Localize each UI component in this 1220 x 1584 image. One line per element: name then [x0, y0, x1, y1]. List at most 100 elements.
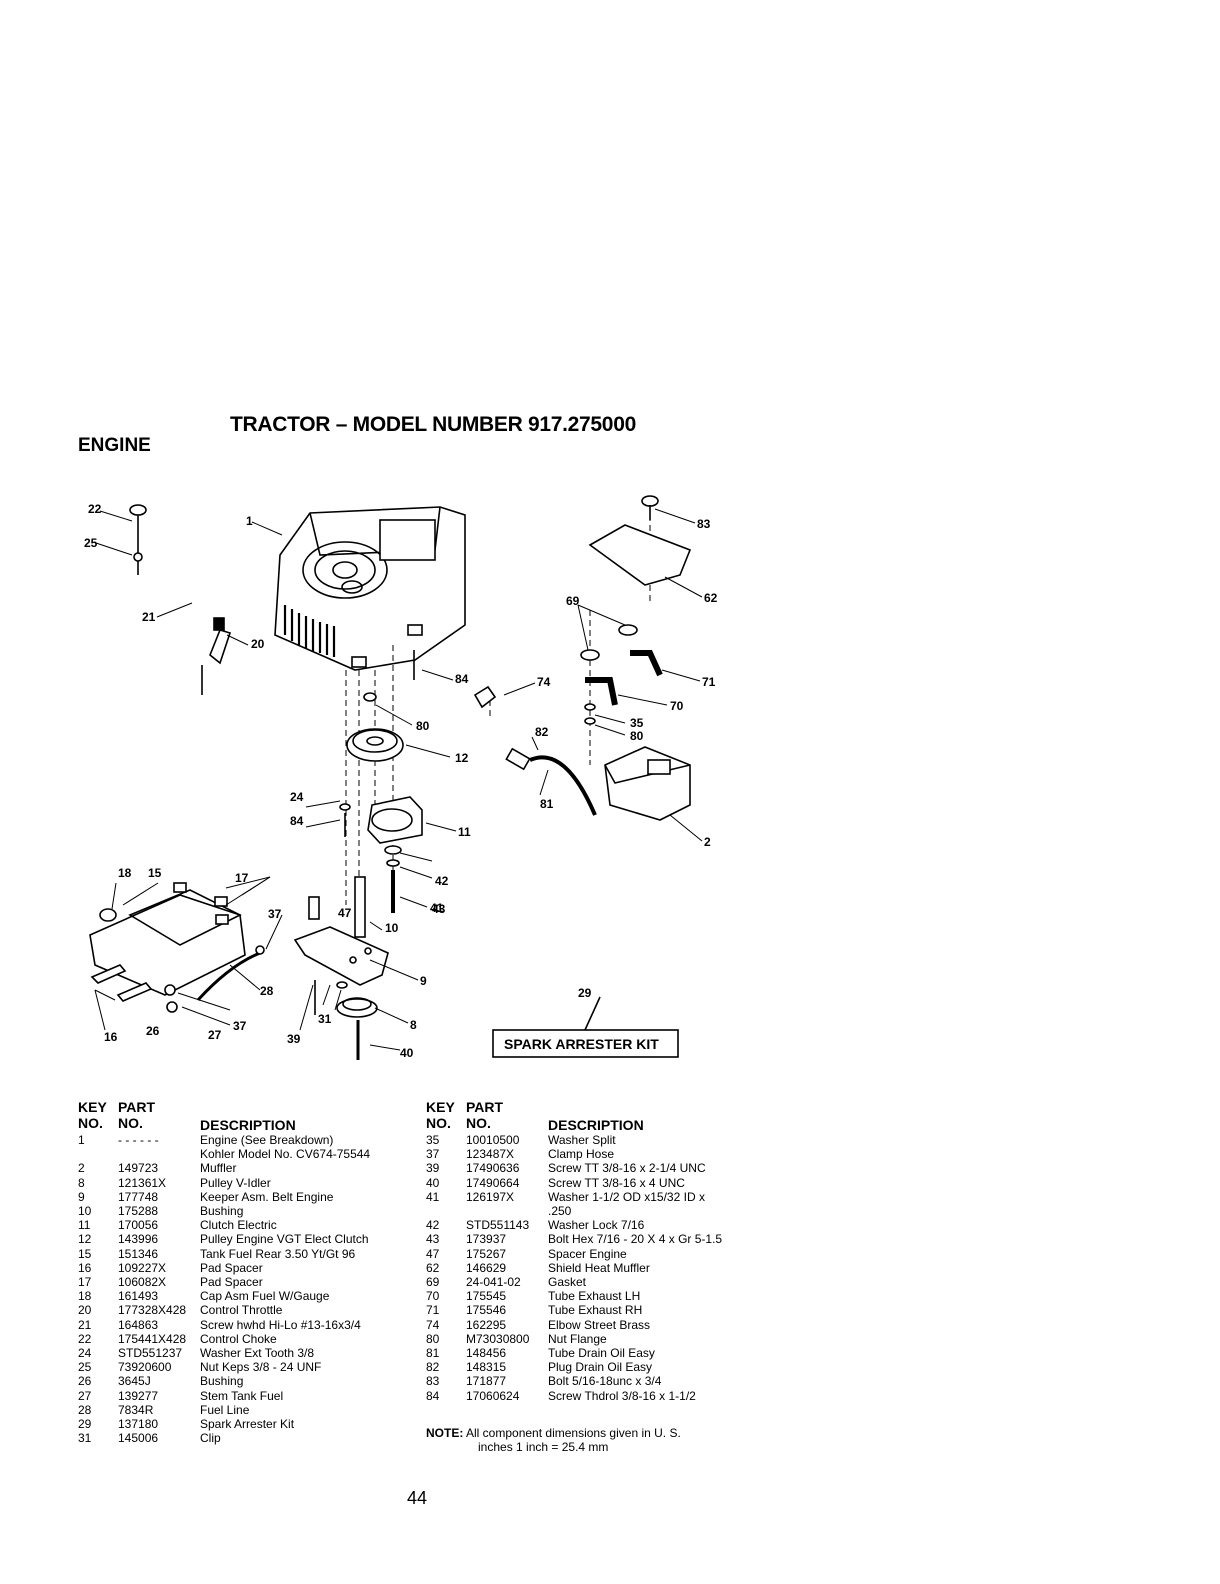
description-header: DESCRIPTION	[200, 1117, 296, 1133]
part-no: 161493	[118, 1289, 159, 1304]
callout-31: 31	[318, 1012, 332, 1026]
parts-row: 1- - - - - -Engine (See Breakdown) Kohle…	[78, 1133, 418, 1161]
part-no: 175288	[118, 1204, 159, 1219]
key-no: 83	[426, 1374, 440, 1389]
part-no: STD551237	[118, 1346, 183, 1361]
key-no: 21	[78, 1317, 92, 1332]
key-no: 28	[78, 1402, 92, 1417]
callout-84: 84	[455, 672, 469, 686]
callout-1: 1	[246, 514, 253, 528]
part-no: 175441X428	[118, 1331, 187, 1346]
key-no: 18	[78, 1289, 92, 1304]
part-no: 17490636	[466, 1161, 520, 1176]
key-no: 16	[78, 1260, 92, 1275]
part-description: Spark Arrester Kit	[200, 1417, 295, 1432]
part-no: 10010500	[466, 1133, 520, 1147]
part-description: Plug Drain Oil Easy	[548, 1360, 653, 1375]
parts-table-header: KEY NO. PART NO. DESCRIPTION	[78, 1099, 418, 1133]
part-description: Clip	[200, 1431, 221, 1446]
callout-18: 18	[118, 866, 132, 880]
key-no: 42	[426, 1218, 440, 1233]
part-description: Washer Ext Tooth 3/8	[200, 1346, 315, 1361]
part-description: Washer Split	[548, 1133, 616, 1147]
part-no: 175545	[466, 1289, 507, 1304]
part-no: 177748	[118, 1189, 159, 1204]
part-no: 148315	[466, 1360, 507, 1375]
part-description: Pad Spacer	[200, 1275, 263, 1290]
engine-exploded-diagram: 22 25 1 21 20 84 80 74 82 81 12 24 84 11…	[70, 485, 730, 1075]
part-no: 123487X	[466, 1147, 515, 1162]
key-no: 40	[426, 1175, 440, 1190]
key-no-header: KEY NO.	[426, 1099, 455, 1131]
key-no: 12	[78, 1232, 92, 1247]
callout-83: 83	[697, 517, 711, 531]
callout-15: 15	[148, 866, 162, 880]
part-description: Screw TT 3/8-16 x 2-1/4 UNC	[548, 1161, 706, 1176]
part-description: Nut Flange	[548, 1331, 607, 1346]
part-description: Bolt 5/16-18unc x 3/4	[548, 1374, 662, 1389]
part-description: Screw hwhd Hi-Lo #13-16x3/4	[200, 1317, 361, 1332]
part-no: 143996	[118, 1232, 159, 1247]
callout-42: 42	[435, 874, 449, 888]
part-description: Washer 1-1/2 OD x15/32 ID x .250	[548, 1189, 705, 1219]
part-no: - - - - - -	[118, 1133, 159, 1147]
callout-12: 12	[455, 751, 469, 765]
callout-62: 62	[704, 591, 718, 605]
part-description: Fuel Line	[200, 1402, 250, 1417]
key-no: 80	[426, 1331, 440, 1346]
part-description: Elbow Street Brass	[548, 1317, 651, 1332]
part-description: Tank Fuel Rear 3.50 Yt/Gt 96	[200, 1246, 356, 1261]
key-no: 15	[78, 1246, 92, 1261]
callout-25: 25	[84, 536, 98, 550]
part-description: Pulley Engine VGT Elect Clutch	[200, 1232, 369, 1247]
part-description: Keeper Asm. Belt Engine	[200, 1189, 334, 1204]
callout-16: 16	[104, 1030, 118, 1044]
page-number: 44	[407, 1488, 428, 1508]
key-no: 35	[426, 1133, 440, 1147]
part-no: 137180	[118, 1417, 159, 1432]
key-no: 10	[78, 1204, 92, 1219]
callout-29: 29	[578, 986, 592, 1000]
part-no: 17060624	[466, 1388, 520, 1403]
dimension-note: NOTE: All component dimensions given in …	[426, 1426, 746, 1454]
key-no: 22	[78, 1331, 92, 1346]
key-no: 62	[426, 1260, 440, 1275]
part-no: 149723	[118, 1161, 159, 1176]
note-label: NOTE:	[426, 1426, 464, 1440]
callout-84b: 84	[290, 814, 304, 828]
part-description: Screw Thdrol 3/8-16 x 1-1/2	[548, 1388, 696, 1403]
key-no: 74	[426, 1317, 440, 1332]
callout-80: 80	[416, 719, 430, 733]
key-no: 26	[78, 1374, 92, 1389]
callout-10: 10	[385, 921, 399, 935]
parts-row: 12 143996 Pulley Engine VGT Elect Clutch	[78, 1232, 418, 1246]
part-description: Control Throttle	[200, 1303, 283, 1318]
key-no: 11	[78, 1218, 91, 1233]
part-description: Cap Asm Fuel W/Gauge	[200, 1289, 330, 1304]
part-no: 106082X	[118, 1275, 167, 1290]
part-no: 17490664	[466, 1175, 520, 1190]
part-description: Clutch Electric	[200, 1218, 277, 1233]
